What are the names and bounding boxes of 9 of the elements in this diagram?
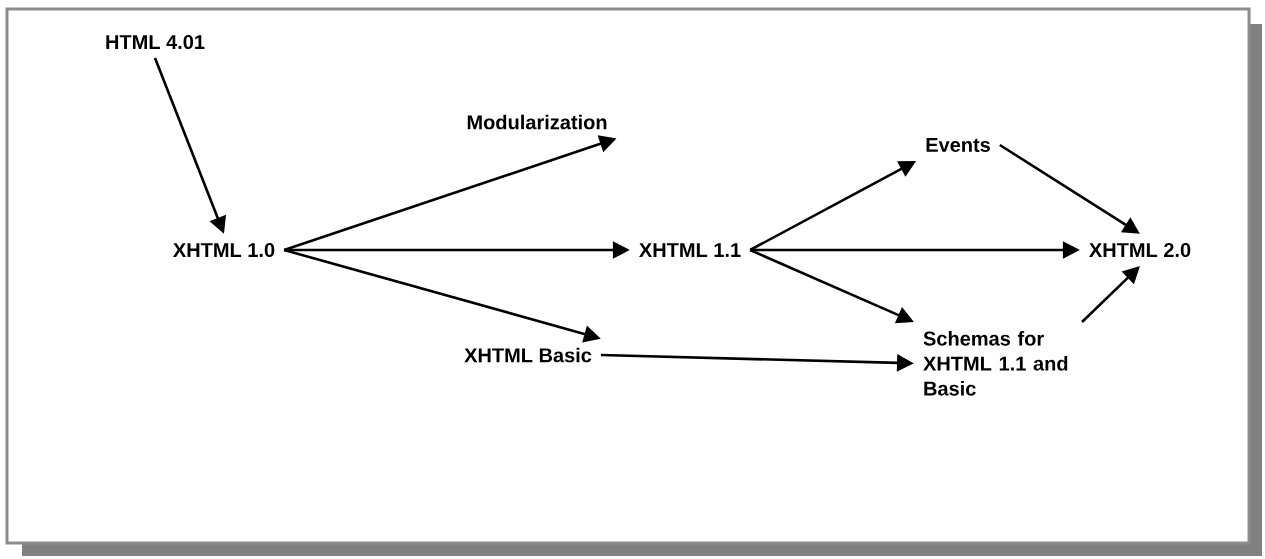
node-label: Events	[926, 138, 990, 152]
node-label: HTML 4.01	[106, 34, 205, 50]
node-label: XHTML 1.1	[639, 243, 741, 257]
node-label: Schemas for XHTML 1.1 and Basic	[923, 331, 1068, 396]
node-label: XHTML Basic	[464, 347, 592, 363]
node-label: XHTML 1.0	[173, 242, 275, 258]
arrow	[1081, 266, 1140, 323]
node-label: XHTML 2.0	[1089, 242, 1191, 258]
node-label: Modularization	[467, 114, 607, 130]
